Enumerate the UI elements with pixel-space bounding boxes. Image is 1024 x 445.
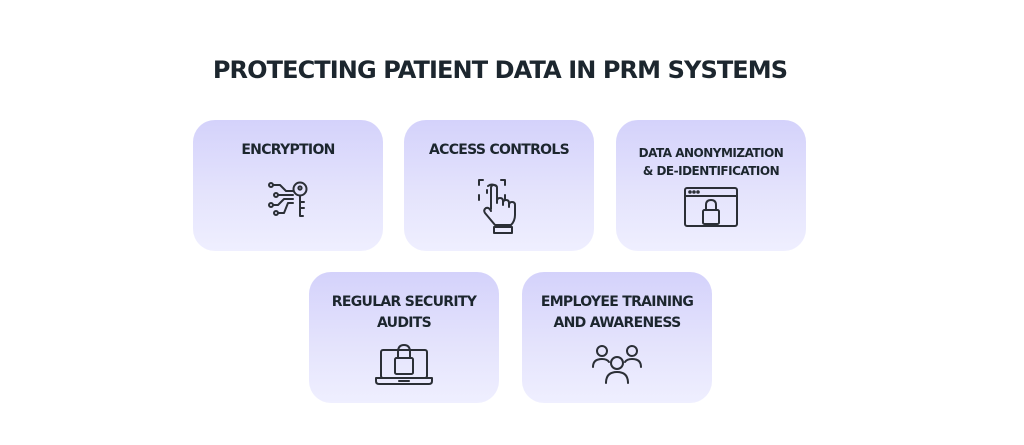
card-data-anonymization: DATA ANONYMIZATION & DE-IDENTIFICATION bbox=[616, 120, 806, 251]
card-label-access-controls: ACCESS CONTROLS bbox=[429, 142, 570, 158]
card-label-employee-training: EMPLOYEE TRAINING AND AWARENESS bbox=[540, 294, 694, 331]
laptop-lock-icon bbox=[374, 340, 434, 386]
card-encryption: ENCRYPTION bbox=[193, 120, 383, 251]
card-access-controls: ACCESS CONTROLS bbox=[404, 120, 594, 251]
card-label-security-audits: REGULAR SECURITY AUDITS bbox=[331, 294, 477, 331]
key-circuit-icon bbox=[264, 180, 312, 222]
card-security-audits: REGULAR SECURITY AUDITS bbox=[309, 272, 499, 403]
team-icon bbox=[591, 343, 643, 385]
page-title: PROTECTING PATIENT DATA IN PRM SYSTEMS bbox=[212, 56, 788, 84]
card-employee-training: EMPLOYEE TRAINING AND AWARENESS bbox=[522, 272, 712, 403]
browser-lock-icon bbox=[683, 186, 739, 230]
card-label-data-anonymization: DATA ANONYMIZATION & DE-IDENTIFICATION bbox=[638, 146, 784, 178]
card-label-encryption: ENCRYPTION bbox=[241, 142, 335, 158]
fingerprint-touch-icon bbox=[477, 177, 521, 235]
